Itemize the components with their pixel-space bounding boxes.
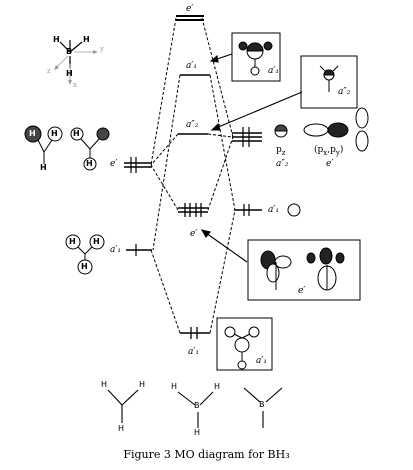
axes-label-x: x bbox=[73, 81, 77, 89]
struct-bh3-h-left: H bbox=[171, 382, 178, 391]
figure-caption: Figure 3 MO diagram for BH₃ bbox=[123, 448, 290, 461]
struct-h3-h-left: H bbox=[101, 380, 108, 389]
boron-pxpy-label: (px,py) bbox=[314, 145, 344, 157]
h3-levels bbox=[124, 157, 152, 256]
h3-e2-atom-bottom: H bbox=[86, 159, 93, 168]
h3-a1-atom-bottom: H bbox=[81, 262, 88, 271]
boron-a2-label: a″₂ bbox=[276, 159, 289, 169]
inset-a1-upper-label: a′₁ bbox=[268, 66, 280, 76]
axes-label-h-top-left: H bbox=[53, 35, 60, 44]
boron-levels bbox=[232, 127, 262, 216]
h3-a1-atom-right: H bbox=[93, 237, 100, 246]
h3-a1-orbital bbox=[65, 234, 105, 275]
struct-h3-h-bottom: H bbox=[118, 424, 125, 433]
inset-e-label: e′ bbox=[298, 286, 306, 296]
h3-a1-atom-left: H bbox=[69, 237, 76, 246]
boron-orbitals bbox=[274, 107, 369, 217]
boron-s-label: a′₁ bbox=[268, 205, 280, 215]
boron-e-label: e′ bbox=[326, 159, 334, 169]
inset-boxes bbox=[216, 32, 361, 371]
inset-a1-lower-orbital bbox=[224, 326, 260, 370]
axes-label-h-top-right: H bbox=[83, 35, 90, 44]
h3-e-orbitals bbox=[24, 125, 110, 171]
pointer-arrows bbox=[200, 53, 303, 263]
bottom-structures bbox=[107, 387, 283, 428]
axes-label-z: z bbox=[47, 67, 51, 75]
axes-label-y: y bbox=[100, 45, 104, 53]
mo-e-bonding-label: e′ bbox=[190, 229, 198, 239]
mo-top-label: e′ bbox=[186, 4, 194, 14]
axes-inset bbox=[54, 40, 98, 85]
boron-pz-label: pz bbox=[276, 145, 286, 157]
h3-atom-right: H bbox=[51, 129, 58, 138]
h3-atom-bottom: H bbox=[40, 163, 47, 172]
struct-skeleton-b: B bbox=[259, 400, 265, 409]
inset-a2-orbital bbox=[319, 65, 339, 92]
h3-atom-left: H bbox=[29, 129, 36, 138]
h3-e-label: e′ bbox=[110, 159, 118, 169]
mo-levels bbox=[176, 15, 210, 339]
h3-e2-atom-left: H bbox=[73, 129, 80, 138]
mo-a1-bonding-label: a′₁ bbox=[188, 347, 200, 357]
inset-e-orbitals bbox=[260, 247, 345, 291]
struct-h3-h-right: H bbox=[139, 380, 146, 389]
axes-label-b: B bbox=[66, 47, 73, 56]
h3-a1-label: a′₁ bbox=[110, 245, 122, 255]
inset-a2-label: a″₂ bbox=[338, 87, 351, 97]
struct-bh3-h-bottom: H bbox=[194, 428, 201, 437]
mo-a1-upper-label: a′₁ bbox=[186, 61, 198, 71]
mo-a2-label: a″₂ bbox=[186, 120, 199, 130]
inset-a1-upper-orbital bbox=[238, 41, 273, 76]
correlation-lines bbox=[150, 17, 236, 334]
axes-label-h-bottom: H bbox=[66, 69, 73, 78]
struct-bh3-h-right: H bbox=[214, 382, 221, 391]
inset-a1-lower-label: a′₁ bbox=[256, 356, 268, 366]
struct-bh3-b: B bbox=[194, 401, 200, 410]
